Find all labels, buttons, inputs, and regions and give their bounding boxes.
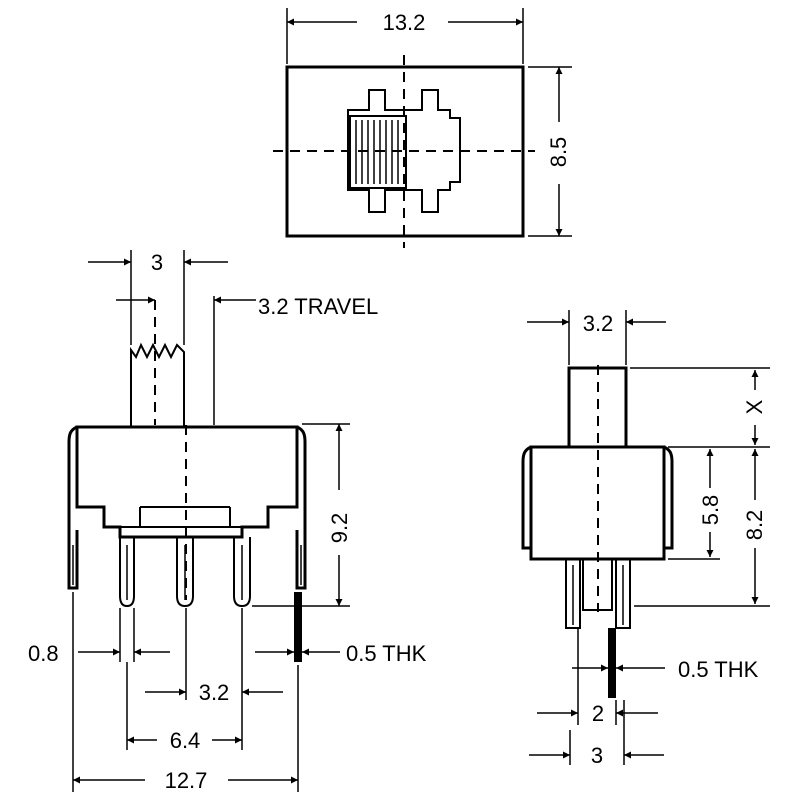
top-width-label: 13.2: [383, 10, 426, 35]
top-view: 13.2 8.5: [273, 8, 572, 248]
side-actuator-label: 3.2: [583, 311, 614, 336]
side-pins: [565, 559, 631, 700]
side-right-tab: [663, 445, 674, 550]
side-view: 3.2 X 5.8 8.2 0.5 THK 2 3: [521, 310, 770, 768]
side-thickness-label: 0.5 THK: [678, 657, 759, 682]
front-outer-pin-label: 6.4: [170, 728, 201, 753]
front-height-label: 9.2: [327, 513, 352, 544]
side-left-tab: [521, 445, 532, 550]
top-height-label: 8.5: [546, 137, 571, 168]
front-actuator-label: 3: [151, 250, 163, 275]
front-thickness-label: 0.5 THK: [346, 641, 427, 666]
side-x-label: X: [742, 399, 767, 414]
front-actuator: [130, 342, 185, 427]
front-pins: [119, 537, 251, 608]
front-thick-pin: [294, 592, 302, 662]
side-body-label: 5.8: [698, 495, 723, 526]
front-right-tab: [295, 425, 307, 590]
front-total-width-label: 12.7: [165, 768, 208, 793]
front-pin-width-label: 0.8: [28, 641, 59, 666]
front-travel-label: 3.2 TRAVEL: [258, 294, 378, 319]
front-view: 3 3.2 TRAVEL 9.2 0.8 0.5 THK 3.2 6.4: [28, 250, 427, 793]
side-pin-gap-label: 2: [592, 701, 604, 726]
front-pitch-label: 3.2: [199, 680, 230, 705]
side-pin-span-label: 3: [591, 743, 603, 768]
top-view-outline: [285, 65, 525, 238]
front-body: [75, 425, 299, 539]
front-left-tab: [67, 425, 79, 590]
top-view-knob: [347, 89, 461, 213]
side-height-label: 8.2: [742, 510, 767, 541]
